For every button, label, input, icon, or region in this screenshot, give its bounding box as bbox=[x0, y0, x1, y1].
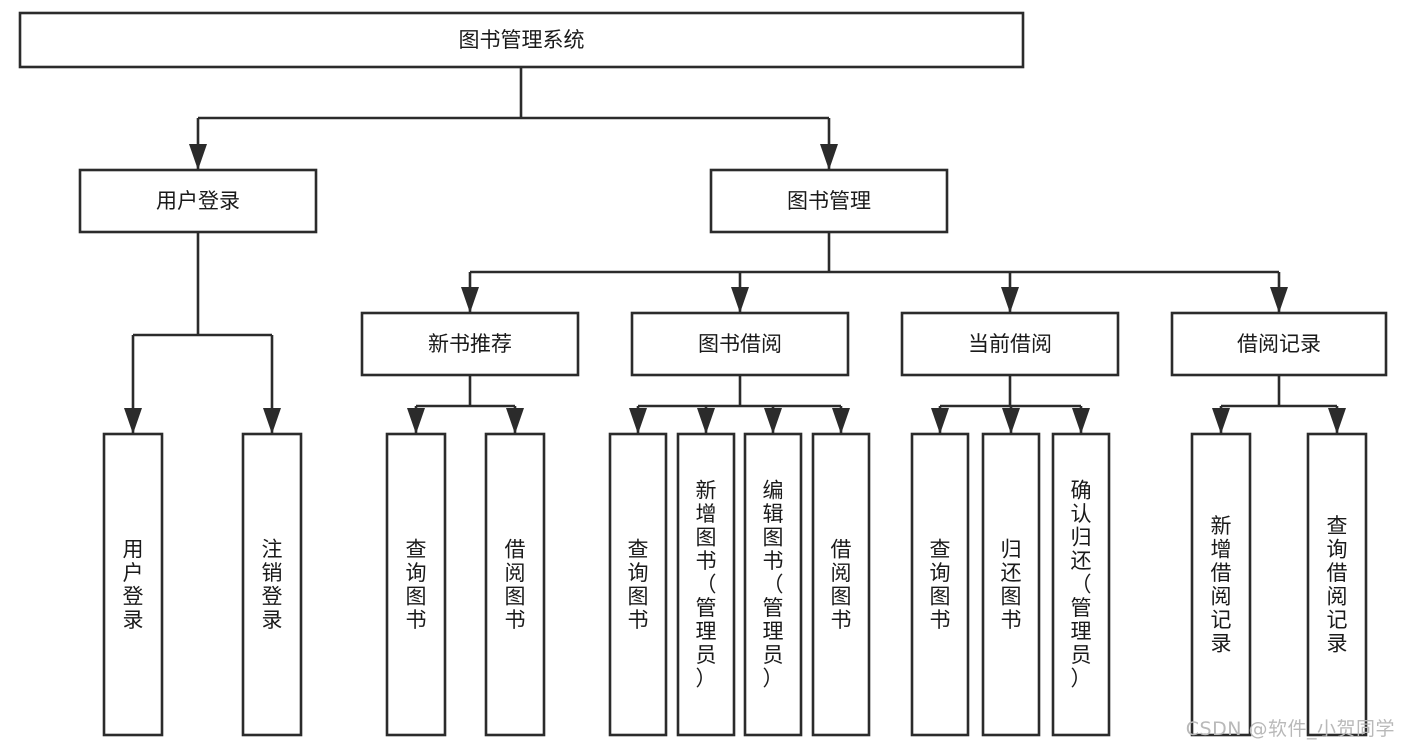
node-box[interactable] bbox=[900, 311, 1120, 377]
csdn-watermark: CSDN @软件_小贺同学 bbox=[1185, 718, 1395, 740]
node-label: 编辑图书（管理员） bbox=[763, 479, 784, 691]
node-label: 借阅图书 bbox=[505, 537, 526, 632]
node-box[interactable] bbox=[1170, 311, 1388, 377]
arrow-head bbox=[697, 408, 715, 434]
node-leaf-add-book[interactable]: 新增图书（管理员） bbox=[676, 432, 736, 737]
node-box[interactable] bbox=[709, 168, 949, 234]
arrow-head bbox=[1072, 408, 1090, 434]
arrow-head bbox=[506, 408, 524, 434]
arrow-head bbox=[1270, 287, 1288, 313]
node-label: 图书管理 bbox=[787, 189, 871, 213]
arrow-head bbox=[461, 287, 479, 313]
node-current-borrow[interactable]: 当前借阅 bbox=[900, 311, 1120, 377]
node-borrow-record[interactable]: 借阅记录 bbox=[1170, 311, 1388, 377]
arrow-head bbox=[124, 408, 142, 434]
node-label: 用户登录 bbox=[123, 537, 144, 632]
node-box[interactable] bbox=[102, 432, 164, 737]
node-box[interactable] bbox=[630, 311, 850, 377]
node-label: 用户登录 bbox=[156, 189, 240, 213]
node-book-manage[interactable]: 图书管理 bbox=[709, 168, 949, 234]
node-box[interactable] bbox=[981, 432, 1041, 737]
node-box[interactable] bbox=[743, 432, 803, 737]
arrow-head bbox=[407, 408, 425, 434]
node-new-book-rec[interactable]: 新书推荐 bbox=[360, 311, 580, 377]
node-label: 新增借阅记录 bbox=[1211, 514, 1232, 656]
node-label: 当前借阅 bbox=[968, 332, 1052, 356]
node-leaf-query-book-bor[interactable]: 查询图书 bbox=[608, 432, 668, 737]
node-label: 查询图书 bbox=[628, 537, 649, 632]
node-label: 查询借阅记录 bbox=[1327, 514, 1348, 656]
node-label: 图书管理系统 bbox=[459, 28, 585, 52]
node-box[interactable] bbox=[241, 432, 303, 737]
node-leaf-query-book-rec[interactable]: 查询图书 bbox=[385, 432, 447, 737]
node-leaf-query-book-cur[interactable]: 查询图书 bbox=[910, 432, 970, 737]
node-box[interactable] bbox=[1051, 432, 1111, 737]
arrow-head bbox=[1002, 408, 1020, 434]
node-leaf-return-book[interactable]: 归还图书 bbox=[981, 432, 1041, 737]
arrow-head bbox=[820, 144, 838, 170]
node-label: 注销登录 bbox=[262, 537, 283, 632]
node-label: 查询图书 bbox=[406, 537, 427, 632]
node-user-login[interactable]: 用户登录 bbox=[78, 168, 318, 234]
node-box[interactable] bbox=[1190, 432, 1252, 737]
node-label: 归还图书 bbox=[1001, 537, 1022, 632]
node-box[interactable] bbox=[910, 432, 970, 737]
arrow-head bbox=[764, 408, 782, 434]
arrow-head bbox=[263, 408, 281, 434]
arrow-head bbox=[189, 144, 207, 170]
node-box[interactable] bbox=[1306, 432, 1368, 737]
node-label: 借阅图书 bbox=[831, 537, 852, 632]
node-box[interactable] bbox=[78, 168, 318, 234]
node-box[interactable] bbox=[811, 432, 871, 737]
node-box[interactable] bbox=[385, 432, 447, 737]
node-leaf-borrow-book-rec[interactable]: 借阅图书 bbox=[484, 432, 546, 737]
node-label: 新增图书（管理员） bbox=[696, 479, 717, 691]
node-leaf-query-record[interactable]: 查询借阅记录 bbox=[1306, 432, 1368, 737]
node-label: 新书推荐 bbox=[428, 332, 512, 356]
arrow-head bbox=[629, 408, 647, 434]
arrow-head bbox=[1001, 287, 1019, 313]
node-box[interactable] bbox=[608, 432, 668, 737]
node-leaf-logout[interactable]: 注销登录 bbox=[241, 432, 303, 737]
node-leaf-user-login[interactable]: 用户登录 bbox=[102, 432, 164, 737]
node-leaf-confirm-return[interactable]: 确认归还（管理员） bbox=[1051, 432, 1111, 737]
node-label: 图书借阅 bbox=[698, 332, 782, 356]
node-label: 借阅记录 bbox=[1237, 332, 1321, 356]
node-box[interactable] bbox=[676, 432, 736, 737]
arrow-head bbox=[931, 408, 949, 434]
node-book-borrow[interactable]: 图书借阅 bbox=[630, 311, 850, 377]
node-layer: 图书管理系统用户登录图书管理新书推荐图书借阅当前借阅借阅记录用户登录注销登录查询… bbox=[18, 11, 1388, 737]
node-leaf-borrow-book[interactable]: 借阅图书 bbox=[811, 432, 871, 737]
arrow-head bbox=[832, 408, 850, 434]
node-box[interactable] bbox=[484, 432, 546, 737]
node-leaf-edit-book[interactable]: 编辑图书（管理员） bbox=[743, 432, 803, 737]
arrow-head bbox=[1328, 408, 1346, 434]
node-leaf-add-record[interactable]: 新增借阅记录 bbox=[1190, 432, 1252, 737]
node-box[interactable] bbox=[18, 11, 1025, 69]
edge-layer bbox=[124, 67, 1346, 434]
node-label: 查询图书 bbox=[930, 537, 951, 632]
node-label: 确认归还（管理员） bbox=[1071, 479, 1092, 691]
node-root[interactable]: 图书管理系统 bbox=[18, 11, 1025, 69]
node-box[interactable] bbox=[360, 311, 580, 377]
arrow-head bbox=[731, 287, 749, 313]
arrow-head bbox=[1212, 408, 1230, 434]
